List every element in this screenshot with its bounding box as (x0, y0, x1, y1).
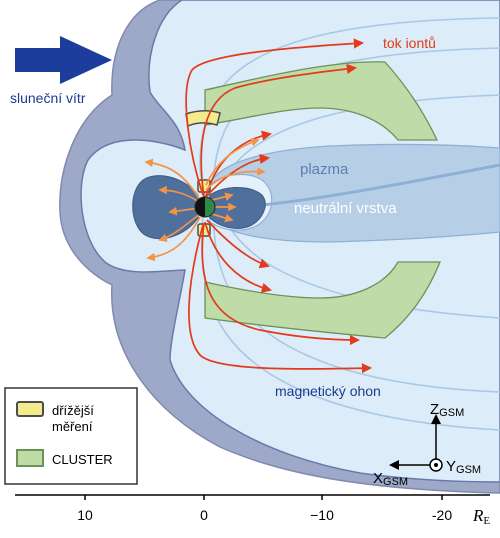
ion-flow-line (206, 153, 271, 197)
ion-flow-line (206, 219, 270, 269)
legend-earlier-line1: dřížější (52, 403, 94, 418)
tick-label: 10 (77, 507, 93, 523)
magnetotail-label: magnetický ohon (275, 383, 381, 399)
plasma-label: plazma (300, 161, 349, 178)
x-axis-label: XGSM (373, 470, 408, 488)
inner-flow-line (205, 167, 266, 191)
earth (194, 196, 216, 218)
ion-flow-line (204, 221, 272, 293)
inner-flow-line (144, 158, 201, 201)
inner-flow-line (211, 213, 234, 223)
legend-swatch-earlier (16, 401, 44, 417)
distance-axis: 10 0 −10 -20 RE (15, 494, 490, 527)
ion-flow-line (201, 222, 361, 346)
ion-flow-line (200, 63, 358, 198)
inner-flow-lines (144, 138, 266, 262)
solar-wind-arrow (15, 36, 112, 84)
ion-flow-label: tok iontů (383, 35, 436, 51)
ion-flow-line (185, 38, 365, 196)
tick-label: 0 (200, 507, 208, 523)
inner-flow-line (158, 213, 201, 242)
solar-wind-label: sluneční vítr (10, 90, 86, 106)
earlier-marker-north (185, 110, 221, 128)
legend-swatch-cluster (16, 449, 44, 467)
polar-lobe-left (132, 175, 199, 240)
ion-flow-line (188, 224, 373, 374)
inner-flow-line (146, 216, 201, 262)
z-axis-label: ZGSM (430, 401, 464, 419)
legend-earlier-line2: měření (52, 419, 93, 434)
ion-flow-lines (185, 38, 373, 374)
tick-label: −10 (310, 507, 334, 523)
legend-cluster-label: CLUSTER (52, 452, 113, 467)
neutral-sheet-line (261, 163, 500, 207)
legend: dřížější měření CLUSTER (4, 387, 138, 485)
neutral-sheet-label: neutrální vrstva (294, 200, 397, 217)
inner-flow-line (211, 192, 234, 201)
gsm-axes: ZGSM XGSM YGSM (373, 401, 481, 488)
inner-flow-line (205, 138, 260, 186)
tick-label: -20 (432, 507, 452, 523)
cluster-region-south (204, 261, 441, 339)
y-axis-label: YGSM (446, 458, 481, 476)
axis-unit-label: RE (472, 506, 490, 527)
